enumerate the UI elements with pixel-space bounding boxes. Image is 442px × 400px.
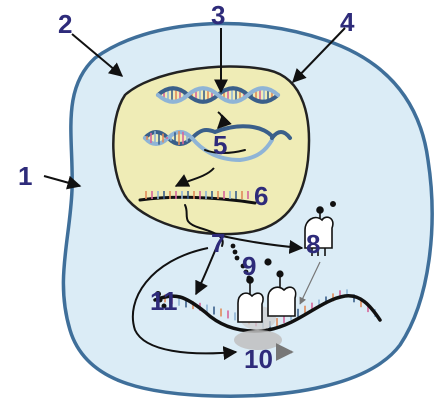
dna-strand-light [156,86,280,104]
mrna-strand-cytoplasm [153,289,382,333]
label-6: 6 [254,181,268,211]
arrow-to-ribosome-mrna [195,243,219,296]
arrow-label-4 [292,27,346,84]
mrna-strand-nucleus [138,191,257,205]
trna-molecule-bound [237,258,297,323]
nascent-rna [204,149,246,154]
label-3: 3 [211,0,225,30]
bubble-tail [270,130,292,140]
dna-double-helix [156,86,280,104]
trna-molecule-free [304,201,336,256]
label-8: 8 [306,229,320,259]
label-4: 4 [340,7,355,37]
arrow-label-1 [43,175,82,190]
label-1: 1 [18,161,32,191]
polypeptide [155,291,167,309]
label-9: 9 [242,251,256,281]
cyto-mrna-line [153,294,382,333]
arrow-helix-to-bubble [217,111,232,129]
mrna-export-path [184,204,224,247]
mrna-line [138,195,257,205]
arrow-label-2 [71,33,124,77]
label-10: 10 [244,344,273,374]
arrow-bubble-to-mrna [174,167,215,187]
label-2: 2 [58,9,72,39]
bubble-strand-light [143,130,274,163]
rna-transcription-bubble [143,124,292,163]
arrow-to-trna [221,235,304,254]
arrow-trna-to-ribosome [299,261,321,305]
label-5: 5 [213,130,227,160]
label-11: 11 [150,286,178,316]
arrow-loop-to-10 [131,247,238,361]
label-7: 7 [211,228,225,258]
nucleus [112,65,311,236]
